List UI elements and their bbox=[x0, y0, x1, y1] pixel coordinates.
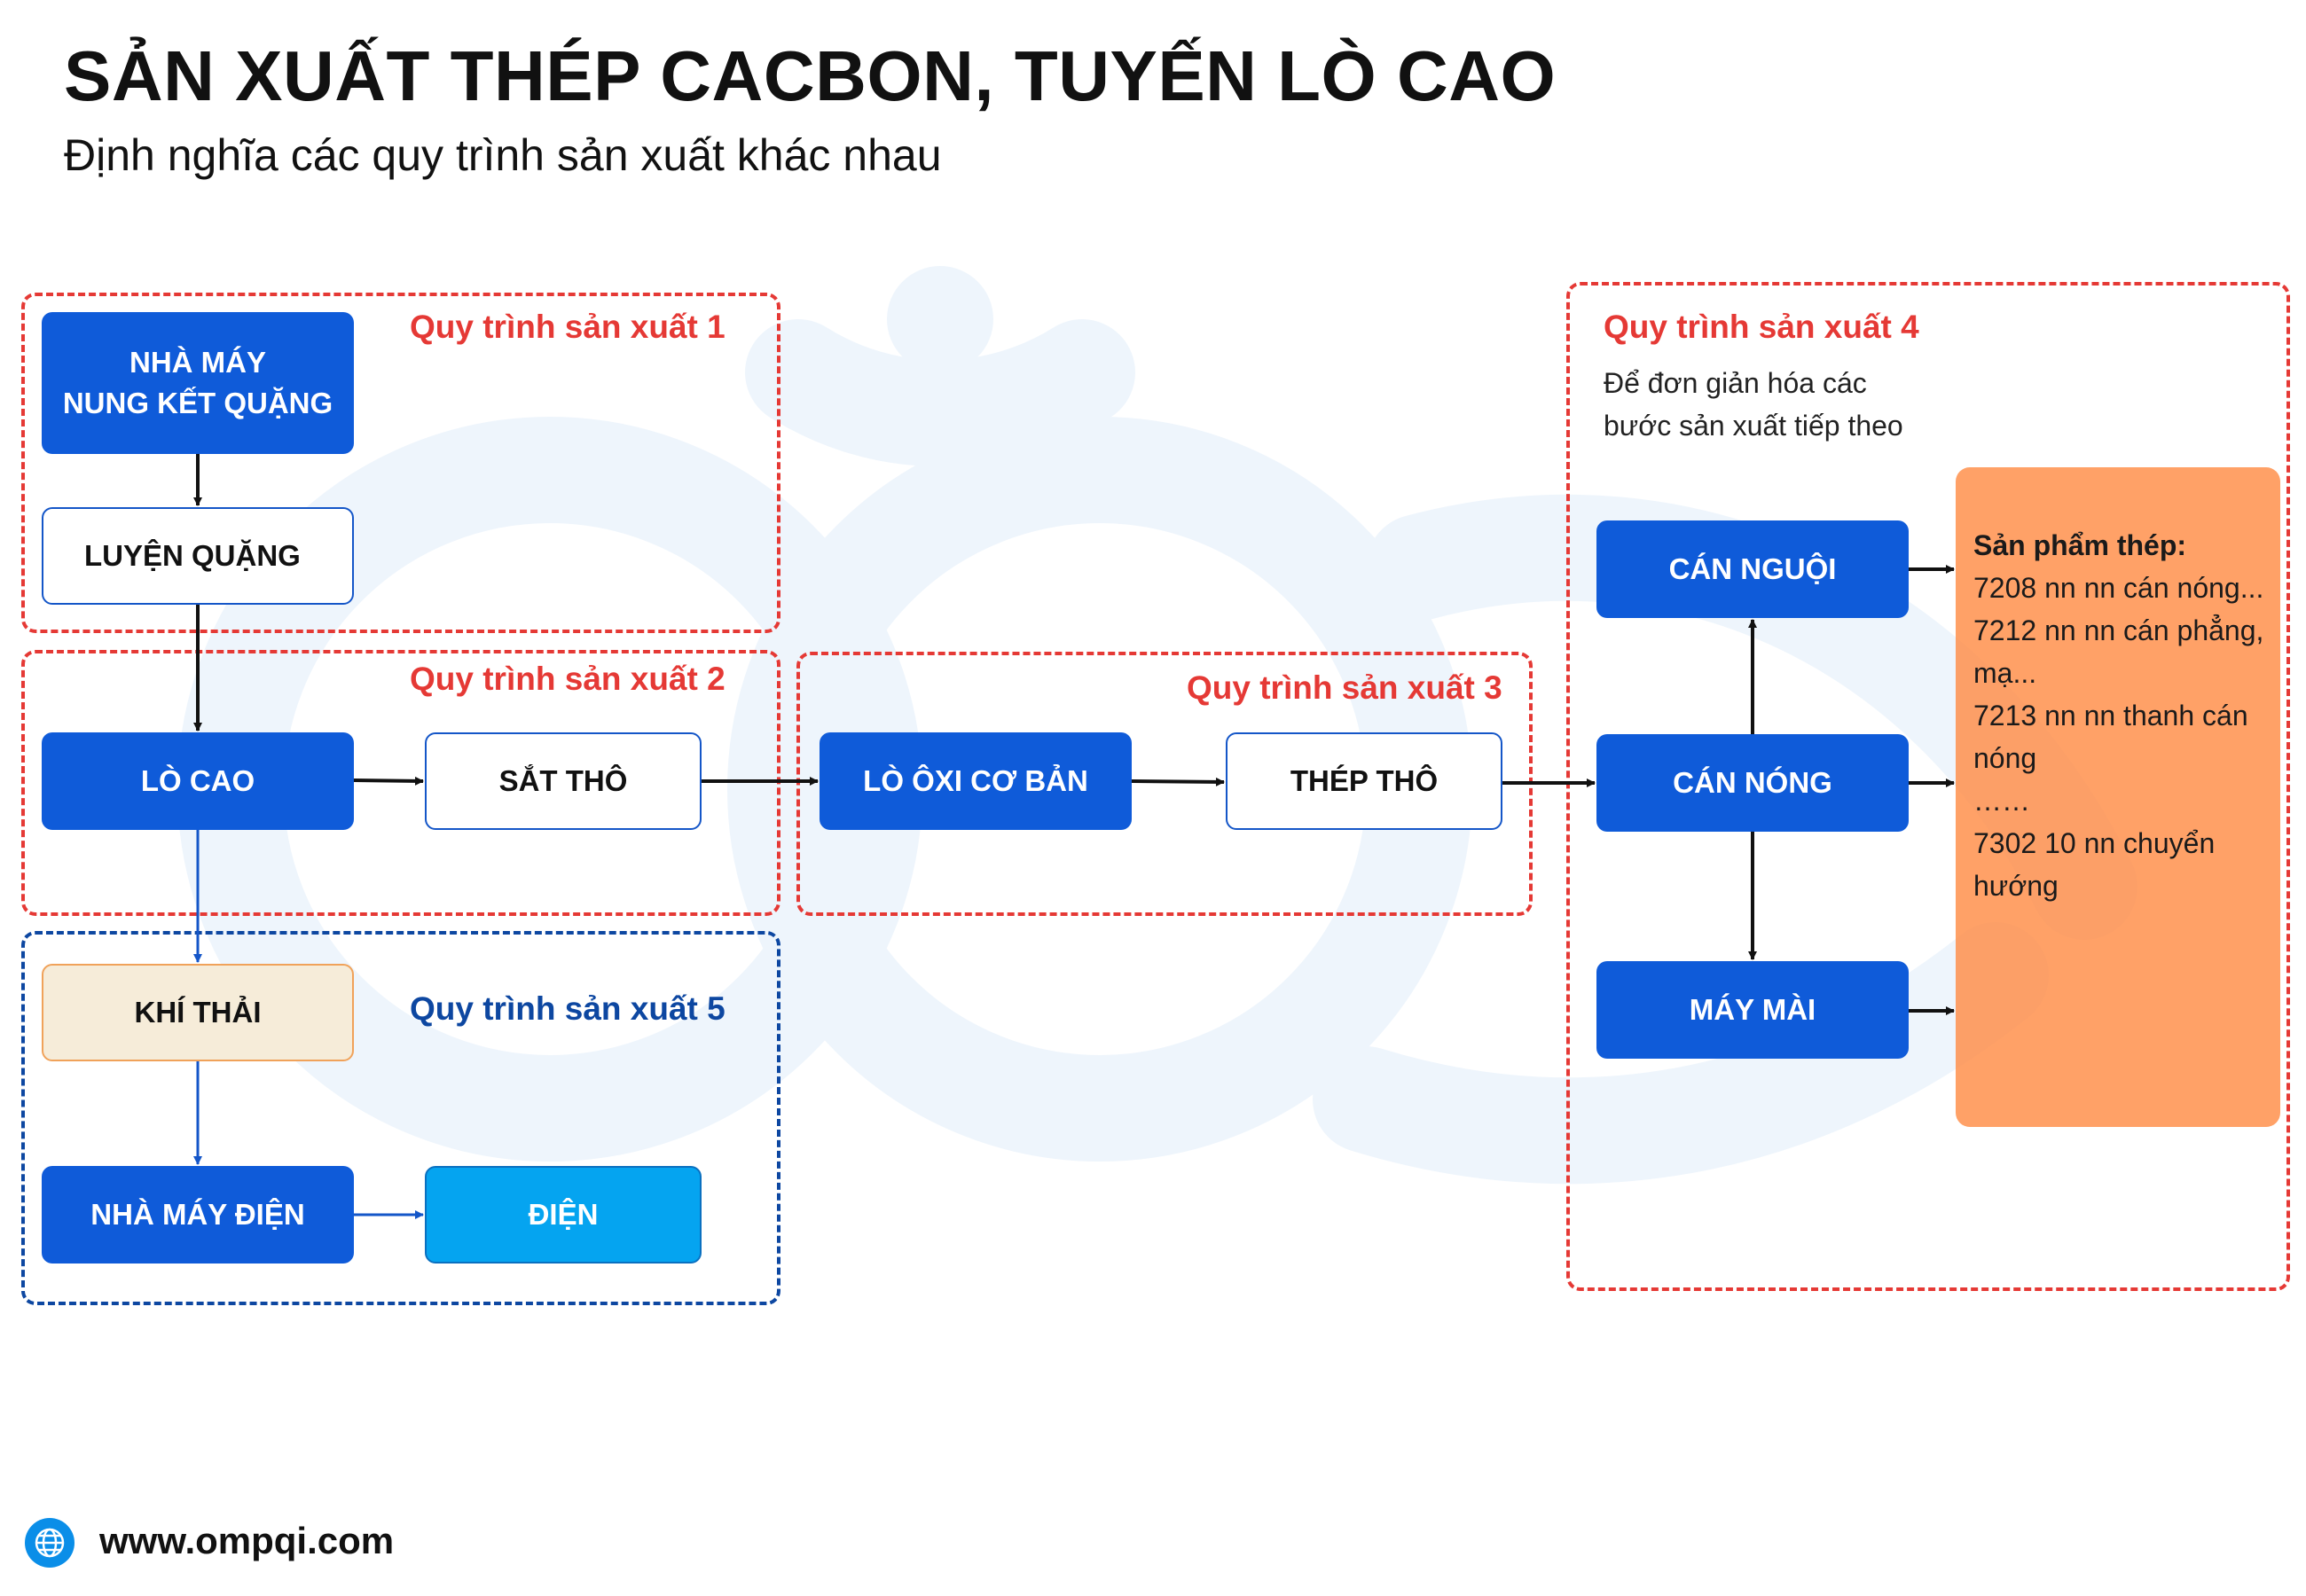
group-process-2-label: Quy trình sản xuất 2 bbox=[410, 661, 726, 697]
node-power-plant: NHÀ MÁY ĐIỆN bbox=[42, 1166, 354, 1264]
group-process-5 bbox=[21, 931, 780, 1305]
footer-website-link[interactable]: www.ompqi.com bbox=[99, 1520, 395, 1561]
node-grinding-machine: MÁY MÀI bbox=[1596, 961, 1909, 1059]
node-exhaust-gas: KHÍ THẢI bbox=[42, 964, 354, 1061]
node-basic-oxygen-furnace: LÒ ÔXI CƠ BẢN bbox=[820, 732, 1132, 830]
group-process-4 bbox=[1566, 282, 2290, 1291]
group-process-4-label: Quy trình sản xuất 4 bbox=[1604, 309, 1919, 345]
node-pig-iron: SẮT THÔ bbox=[425, 732, 702, 830]
page-subtitle: Định nghĩa các quy trình sản xuất khác n… bbox=[64, 130, 942, 180]
group-process-4-note: Để đơn giản hóa các bước sản xuất tiếp t… bbox=[1604, 362, 1903, 447]
products-panel: Sản phẩm thép: 7208 nn nn cán nóng... 72… bbox=[1956, 467, 2280, 1127]
group-process-5-label: Quy trình sản xuất 5 bbox=[410, 990, 726, 1027]
products-item: hướng bbox=[1973, 870, 2059, 902]
node-sinter-plant-line2: NUNG KẾT QUẶNG bbox=[62, 387, 333, 419]
node-sinter-plant: NHÀ MÁY NUNG KẾT QUẶNG bbox=[42, 312, 354, 454]
products-item: nóng bbox=[1973, 742, 2037, 774]
products-item: 7302 10 nn chuyển bbox=[1973, 827, 2216, 859]
globe-icon bbox=[25, 1518, 75, 1568]
products-item: mạ... bbox=[1973, 657, 2037, 689]
group-process-1-label: Quy trình sản xuất 1 bbox=[410, 309, 726, 345]
node-cold-rolling: CÁN NGUỘI bbox=[1596, 520, 1909, 618]
node-sinter-plant-line1: NHÀ MÁY bbox=[129, 346, 266, 379]
node-ore-smelting: LUYỆN QUẶNG bbox=[42, 507, 354, 605]
node-electricity: ĐIỆN bbox=[425, 1166, 702, 1264]
group-process-4-note-line1: Để đơn giản hóa các bbox=[1604, 367, 1867, 399]
products-item: 7212 nn nn cán phẳng, bbox=[1973, 614, 2264, 646]
node-hot-rolling: CÁN NÓNG bbox=[1596, 734, 1909, 832]
products-title: Sản phẩm thép: bbox=[1973, 529, 2187, 561]
group-process-1 bbox=[21, 293, 780, 633]
products-item: …… bbox=[1973, 785, 2030, 817]
page-title: SẢN XUẤT THÉP CACBON, TUYẾN LÒ CAO bbox=[64, 36, 1557, 115]
group-process-3-label: Quy trình sản xuất 3 bbox=[1187, 669, 1502, 706]
group-process-4-note-line2: bước sản xuất tiếp theo bbox=[1604, 410, 1903, 442]
products-item: 7213 nn nn thanh cán bbox=[1973, 700, 2248, 732]
node-blast-furnace: LÒ CAO bbox=[42, 732, 354, 830]
products-item: 7208 nn nn cán nóng... bbox=[1973, 572, 2264, 604]
group-process-2 bbox=[21, 650, 780, 916]
node-crude-steel: THÉP THÔ bbox=[1226, 732, 1502, 830]
